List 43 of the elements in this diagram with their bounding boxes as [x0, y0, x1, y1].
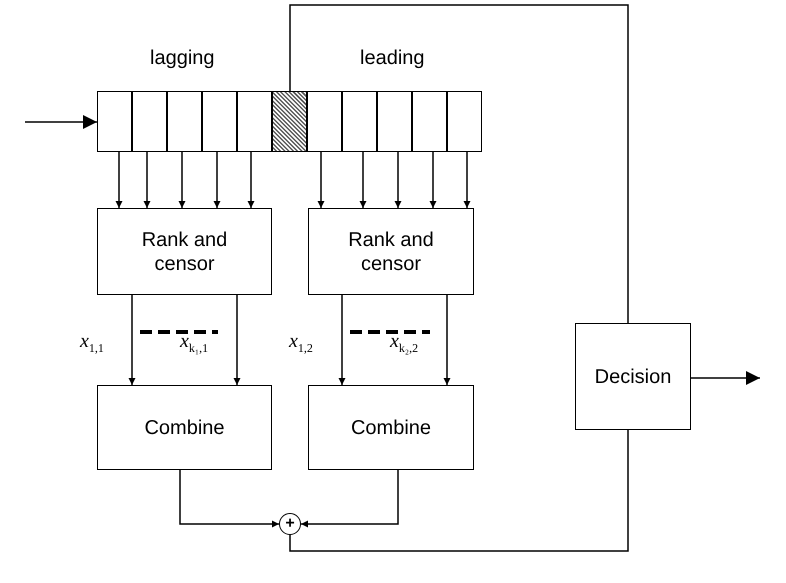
register-cell: [132, 91, 167, 152]
connector-line: [289, 430, 629, 552]
edge-label: x$_{k₁,1}$: [180, 330, 208, 356]
register-cell: [342, 91, 377, 152]
arrow: [301, 470, 399, 528]
process-box: Rank and censor: [308, 208, 474, 295]
process-box: Decision: [575, 323, 691, 430]
register-cell: [447, 91, 482, 152]
register-cell: [167, 91, 202, 152]
section-label: lagging: [150, 47, 215, 70]
arrow: [178, 152, 186, 208]
arrow: [691, 371, 760, 385]
connector-line: [289, 4, 629, 323]
edge-label: x$_{k₂,2}$: [390, 330, 418, 356]
register-cell: [412, 91, 447, 152]
arrow: [248, 152, 254, 208]
arrow: [318, 152, 324, 208]
arrow: [25, 115, 97, 129]
summing-junction: +: [279, 513, 301, 535]
register-cell: [97, 91, 132, 152]
arrow: [464, 152, 470, 208]
process-box: Combine: [97, 385, 272, 470]
edge-label: x$_{1,1}$: [80, 330, 104, 356]
arrow: [338, 295, 346, 385]
arrow: [144, 152, 150, 208]
arrow: [234, 295, 240, 385]
section-label: leading: [360, 47, 425, 70]
arrow: [394, 152, 402, 208]
register-cell: [202, 91, 237, 152]
arrow: [128, 295, 136, 385]
arrow: [430, 152, 436, 208]
arrow: [214, 152, 220, 208]
register-cell: [237, 91, 272, 152]
arrow: [360, 152, 366, 208]
edge-label: x$_{1,2}$: [289, 330, 313, 356]
test-cell: [272, 91, 307, 152]
arrow: [179, 470, 279, 528]
process-box: Combine: [308, 385, 474, 470]
arrow: [444, 295, 450, 385]
register-cell: [377, 91, 412, 152]
arrow: [116, 152, 122, 208]
register-cell: [307, 91, 342, 152]
process-box: Rank and censor: [97, 208, 272, 295]
